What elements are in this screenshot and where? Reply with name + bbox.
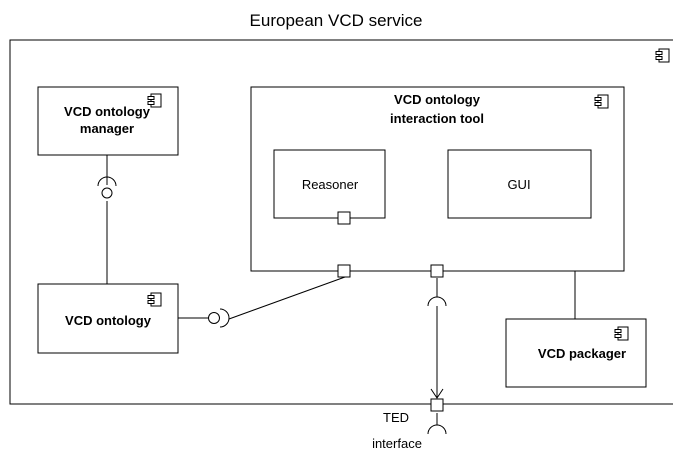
interaction-tool-label-line1: VCD ontology — [394, 92, 481, 107]
ted-required-socket — [427, 424, 447, 435]
manager-label-line2: manager — [80, 121, 134, 136]
reasoner-port[interactable] — [337, 211, 351, 225]
diagram-title: European VCD service — [250, 11, 423, 30]
packager-label: VCD packager — [538, 346, 626, 361]
ted-interface-label-line1: TED — [383, 410, 409, 425]
interaction-tool-label-line2: interaction tool — [390, 111, 484, 126]
tool-port-left[interactable] — [337, 264, 351, 278]
gui-label: GUI — [507, 177, 530, 192]
manager-required-interface — [97, 176, 117, 199]
ted-interface-label-line2: interface — [372, 436, 422, 451]
tool-port-right[interactable] — [430, 264, 444, 278]
ontology-provided-interface — [208, 308, 230, 328]
tool-required-socket — [427, 296, 447, 307]
ted-interface-port[interactable] — [430, 398, 444, 412]
ontology-label: VCD ontology — [65, 313, 152, 328]
vcd-packager-component[interactable]: VCD packager — [505, 318, 647, 388]
service-component-icon — [655, 48, 670, 63]
reasoner-component[interactable]: Reasoner — [273, 149, 386, 219]
reasoner-label: Reasoner — [302, 177, 359, 192]
gui-component[interactable]: GUI — [447, 149, 592, 219]
vcd-ontology-manager-component[interactable]: VCD ontology manager — [37, 86, 179, 156]
european-vcd-service-frame — [9, 39, 673, 405]
vcd-ontology-component[interactable]: VCD ontology — [37, 283, 179, 354]
manager-label-line1: VCD ontology — [64, 104, 151, 119]
